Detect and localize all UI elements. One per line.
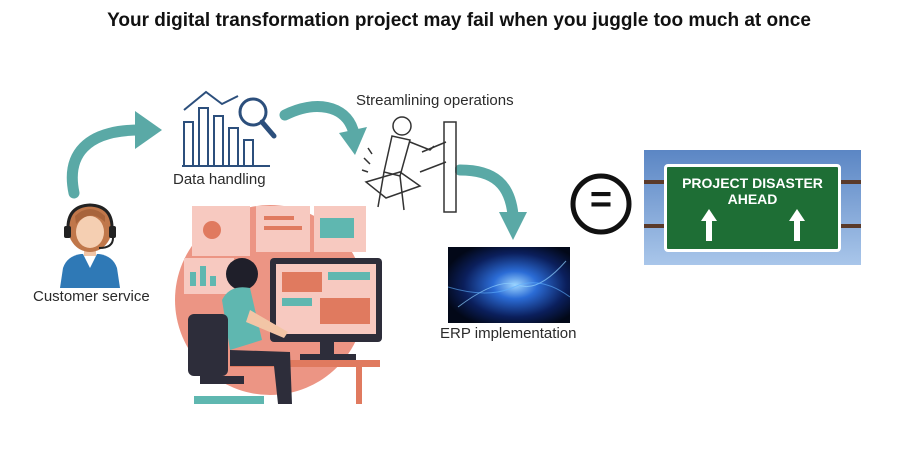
customer-service-agent-icon: [60, 203, 120, 288]
data-handling-label: Data handling: [173, 171, 266, 188]
arrow-to-streamlining-icon: [279, 101, 367, 155]
road-sign-panel: PROJECT DISASTER AHEAD: [664, 164, 841, 252]
road-sign-image: PROJECT DISASTER AHEAD: [644, 150, 861, 265]
erp-abstract-image: [448, 247, 570, 323]
customer-service-label: Customer service: [33, 288, 150, 305]
erp-implementation-label: ERP implementation: [440, 325, 577, 342]
arrow-up-icon: [701, 209, 717, 241]
worker-at-machine-icon: [361, 116, 457, 213]
sign-line-2: AHEAD: [727, 191, 778, 207]
arrow-up-icon: [789, 209, 805, 241]
page-title: Your digital transformation project may …: [107, 10, 811, 31]
arrow-down-to-erp-icon: [455, 164, 527, 240]
person-at-computer-illustration: [175, 205, 382, 404]
streamlining-operations-label: Streamlining operations: [356, 92, 514, 109]
sign-line-1: PROJECT DISASTER: [682, 175, 823, 191]
equals-icon: [570, 173, 632, 235]
arrow-up-right-icon: [66, 111, 162, 199]
bar-chart-magnifier-icon: [182, 90, 277, 167]
equals-symbol: =: [589, 179, 613, 221]
